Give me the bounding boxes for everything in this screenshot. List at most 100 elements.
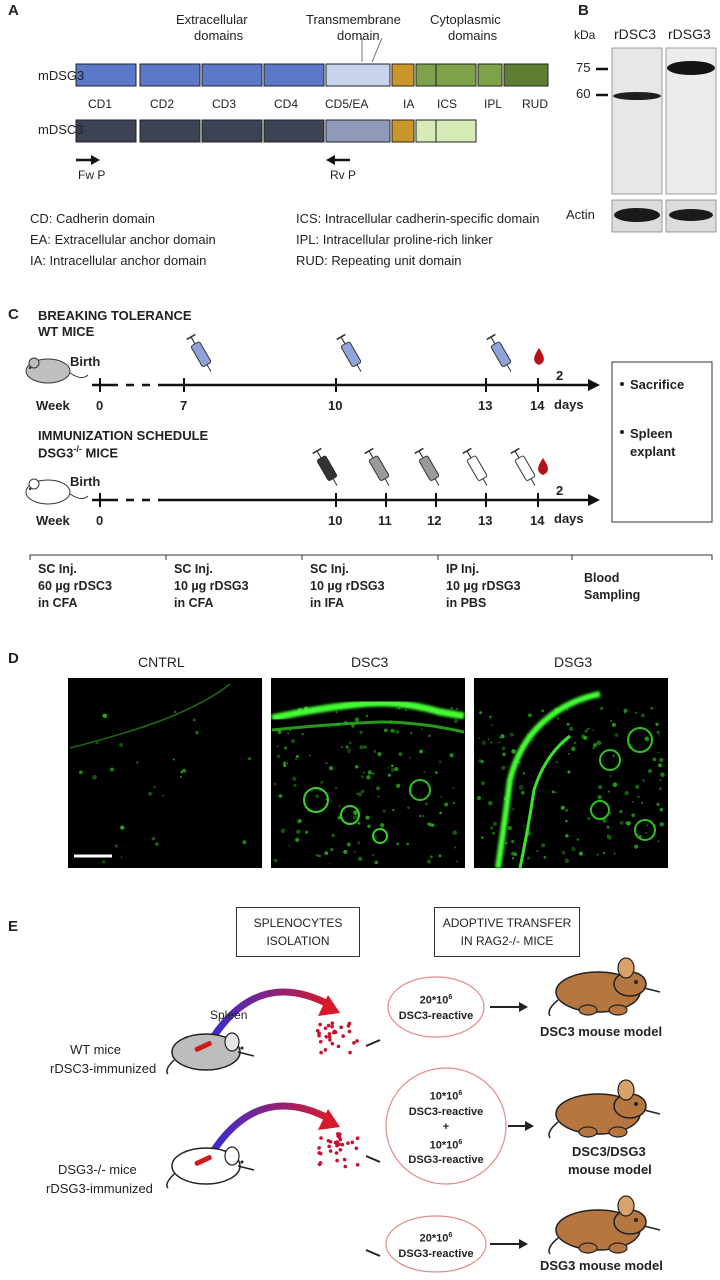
band-rdsg3 — [667, 61, 715, 75]
dsc3-domain-3 — [263, 119, 325, 143]
image-title-dsc3: DSC3 — [351, 654, 389, 670]
wt-mouse-icon — [166, 1032, 255, 1075]
legend-ipl: IPL: Intracellular proline-rich linker — [296, 232, 493, 247]
tick2-13: 13 — [478, 513, 493, 528]
header-extracellular-2: domains — [194, 28, 244, 43]
panel-c-label: C — [8, 306, 19, 323]
spleen-label: Spleen — [210, 1008, 248, 1022]
days-num-2: 2 — [556, 483, 564, 498]
row-mdsc3-name: mDSC3 — [38, 122, 84, 137]
syringe-icon — [414, 447, 440, 486]
brown-mouse-icon — [548, 1079, 661, 1139]
blood-drop-icon — [534, 348, 544, 365]
brown-mouse-icon — [548, 957, 661, 1017]
dsg3-domain-7 — [435, 63, 477, 87]
tick2-12: 12 — [427, 513, 442, 528]
micrograph-cntrl — [68, 678, 262, 868]
week-label-1: Week — [36, 398, 70, 413]
image-title-cntrl: CNTRL — [138, 654, 185, 670]
dsc3-domain-5 — [391, 119, 415, 143]
fluorescence-images — [68, 678, 668, 869]
days-word-1: days — [554, 397, 584, 412]
actin-band-1 — [614, 208, 660, 222]
mdsg3-domain-bar — [75, 63, 549, 87]
legend-rud: RUD: Repeating unit domain — [296, 253, 462, 268]
timeline-diagram — [25, 333, 713, 560]
kda-unit: kDa — [574, 28, 596, 42]
ko-mice-label-1: DSG3-/- mice — [58, 1162, 137, 1177]
syringe-icon — [364, 447, 390, 486]
outcome-spleen: Spleen — [630, 426, 673, 441]
dsg3-domain-1 — [139, 63, 201, 87]
western-blot — [596, 47, 717, 233]
birth-label-1: Birth — [70, 354, 101, 369]
header-transmembrane-1: Transmembrane — [306, 12, 401, 27]
dsg3-domain-3 — [263, 63, 325, 87]
tick2-10: 10 — [328, 513, 343, 528]
dsc3-domain-7 — [435, 119, 477, 143]
dsc3-domain-1 — [139, 119, 201, 143]
syringe-icon — [486, 333, 512, 372]
tick2-0: 0 — [96, 513, 104, 528]
panel-e-label: E — [8, 918, 19, 935]
tick2-11: 11 — [378, 513, 392, 528]
micrograph-dsg3 — [474, 678, 668, 868]
dsg3-domain-9 — [503, 63, 549, 87]
title-dsg3-ko-mice: DSG3-/- MICE — [38, 444, 119, 461]
legend-ea: EA: Extracellular anchor domain — [30, 232, 216, 247]
header-transmembrane-2: domain — [337, 28, 380, 43]
domain-label-cd2: CD2 — [150, 97, 175, 111]
domain-label-cd5ea: CD5/EA — [325, 97, 369, 111]
ko-mouse-icon — [166, 1146, 255, 1189]
dsg3-domain-2 — [201, 63, 263, 87]
tick1-13: 13 — [478, 398, 493, 413]
dsc3-domain-4 — [325, 119, 391, 143]
syringe-icon — [462, 447, 488, 486]
tick1-14: 14 — [530, 398, 545, 413]
outcome-box — [611, 361, 713, 523]
lane-rdsg3: rDSG3 — [668, 26, 711, 42]
white-mouse-icon — [25, 478, 89, 505]
domain-label-ipl: IPL — [484, 97, 503, 111]
ellipse-text-dsg3: 20*106 DSG3-reactive — [398, 1232, 474, 1260]
tick2-14: 14 — [530, 513, 545, 528]
dsg3-domain-0 — [75, 63, 137, 87]
actin-label: Actin — [566, 207, 595, 222]
domain-label-ics: ICS — [437, 97, 458, 111]
primer-rv-label: Rv P — [330, 168, 357, 182]
blood-drop-icon — [538, 458, 548, 475]
outcome-explant: explant — [630, 444, 676, 459]
legend-ia: IA: Intracellular anchor domain — [30, 253, 207, 268]
arc-arrow-ko — [211, 1102, 332, 1152]
brown-mouse-icon — [548, 1195, 661, 1255]
week-label-2: Week — [36, 513, 70, 528]
ellipse-text-mix: 10*106 DSC3-reactive + 10*106 DSG3-react… — [408, 1090, 484, 1167]
marker-60: 60 — [576, 86, 591, 101]
syringe-icon — [336, 333, 362, 372]
model-label-mix-1: DSC3/DSG3 — [572, 1144, 646, 1159]
panel-d-label: D — [8, 650, 19, 667]
outcome-sacrifice: Sacrifice — [630, 377, 685, 392]
tick1-0: 0 — [96, 398, 104, 413]
model-label-mix-2: mouse model — [568, 1162, 652, 1177]
legend-ics: ICS: Intracellular cadherin-specific dom… — [296, 211, 540, 226]
cell-ellipse-dsc3 — [387, 976, 485, 1038]
domain-diagram — [75, 37, 549, 165]
cell-ellipse-mix — [385, 1067, 507, 1185]
primer-fw-label: Fw P — [78, 168, 106, 182]
lane-rdsc3: rDSC3 — [614, 26, 657, 42]
dsg3-domain-5 — [391, 63, 415, 87]
dsc3-domain-2 — [201, 119, 263, 143]
header-extracellular-1: Extracellular — [176, 12, 248, 27]
domain-label-ia: IA — [403, 97, 415, 111]
title-wt-mice: WT MICE — [38, 324, 95, 339]
marker-75: 75 — [576, 60, 591, 75]
domain-label-cd3: CD3 — [212, 97, 237, 111]
